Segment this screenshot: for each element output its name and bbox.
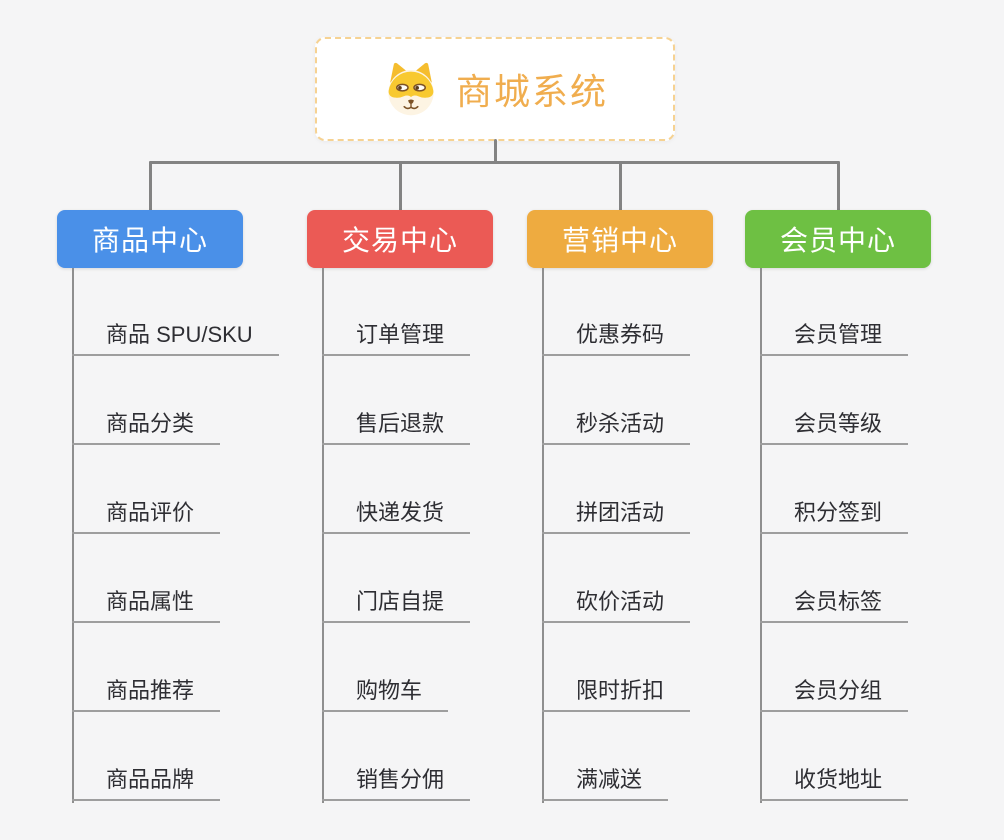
leaf-node[interactable]: 销售分佣 — [322, 759, 471, 801]
branch-trunk-line — [72, 268, 74, 803]
branch-trunk-line — [542, 268, 544, 803]
connector-root-drop — [494, 139, 497, 164]
leaf-node[interactable]: 快递发货 — [322, 492, 471, 534]
branch-trunk-line — [322, 268, 324, 803]
branch-member-center: 会员中心 会员管理 会员等级 积分签到 会员标签 会员分组 收货地址 — [745, 0, 1004, 840]
root-node-title: 商城系统 — [455, 71, 608, 112]
branch-node-member-center[interactable]: 会员中心 — [745, 210, 931, 268]
branch-product-center: 商品中心 商品 SPU/SKU 商品分类 商品评价 商品属性 商品推荐 商品品牌 — [57, 0, 317, 840]
leaf-node[interactable]: 限时折扣 — [542, 670, 691, 712]
leaf-node[interactable]: 购物车 — [322, 670, 449, 712]
leaf-node[interactable]: 商品品牌 — [72, 759, 221, 801]
branch-marketing-center: 营销中心 优惠券码 秒杀活动 拼团活动 砍价活动 限时折扣 满减送 — [527, 0, 787, 840]
leaf-node[interactable]: 满减送 — [542, 759, 669, 801]
dog-face-icon — [388, 62, 434, 116]
leaf-node[interactable]: 积分签到 — [760, 492, 909, 534]
connector-drop-branch-3 — [619, 161, 622, 212]
leaf-node[interactable]: 秒杀活动 — [542, 403, 691, 445]
leaf-node[interactable]: 优惠券码 — [542, 314, 691, 356]
root-node-mall-system[interactable]: 商城系统 — [315, 37, 675, 141]
leaf-node[interactable]: 商品评价 — [72, 492, 221, 534]
leaf-node[interactable]: 商品属性 — [72, 581, 221, 623]
connector-drop-branch-4 — [837, 161, 840, 212]
branch-node-marketing-center[interactable]: 营销中心 — [527, 210, 713, 268]
branch-node-product-center[interactable]: 商品中心 — [57, 210, 243, 268]
leaf-node[interactable]: 拼团活动 — [542, 492, 691, 534]
leaf-node[interactable]: 会员标签 — [760, 581, 909, 623]
leaf-node[interactable]: 商品 SPU/SKU — [72, 314, 279, 356]
leaf-node[interactable]: 会员等级 — [760, 403, 909, 445]
connector-drop-branch-1 — [149, 161, 152, 212]
leaf-node[interactable]: 商品推荐 — [72, 670, 221, 712]
leaf-node[interactable]: 会员分组 — [760, 670, 909, 712]
connector-drop-branch-2 — [399, 161, 402, 212]
connector-horizontal — [149, 161, 840, 164]
leaf-node[interactable]: 订单管理 — [322, 314, 471, 356]
leaf-node[interactable]: 收货地址 — [760, 759, 909, 801]
leaf-node[interactable]: 门店自提 — [322, 581, 471, 623]
leaf-node[interactable]: 售后退款 — [322, 403, 471, 445]
branch-trunk-line — [760, 268, 762, 803]
leaf-node[interactable]: 砍价活动 — [542, 581, 691, 623]
leaf-node[interactable]: 商品分类 — [72, 403, 221, 445]
leaf-node[interactable]: 会员管理 — [760, 314, 909, 356]
branch-node-trade-center[interactable]: 交易中心 — [307, 210, 493, 268]
branch-trade-center: 交易中心 订单管理 售后退款 快递发货 门店自提 购物车 销售分佣 — [307, 0, 567, 840]
